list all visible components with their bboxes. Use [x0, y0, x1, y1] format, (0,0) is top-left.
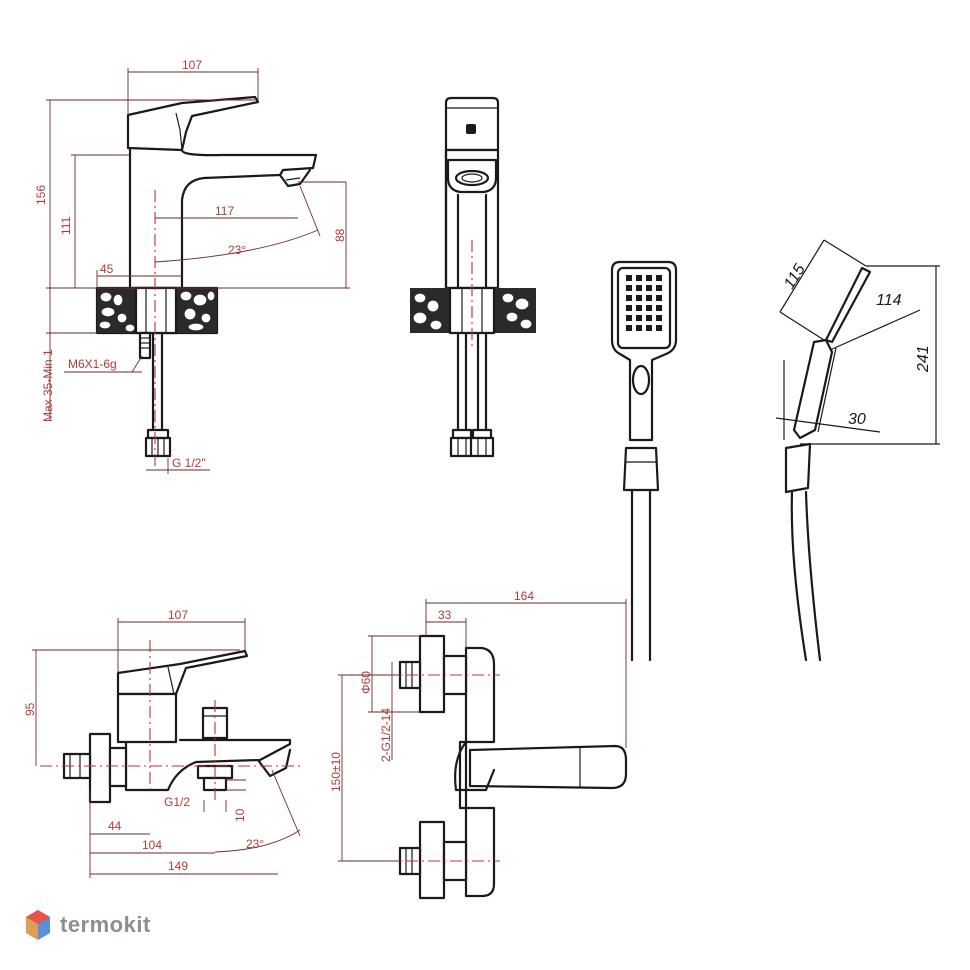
brand-name: termokit	[60, 912, 151, 937]
dim-30: 30	[848, 411, 866, 428]
dim-bath-g12: G1/2	[164, 795, 190, 809]
dim-107: 107	[182, 58, 202, 72]
dim-117: 117	[215, 204, 234, 218]
dim-bath-107: 107	[168, 608, 188, 622]
dim-164: 164	[514, 589, 534, 603]
dim-45: 45	[100, 262, 114, 276]
shower-nozzle-grid	[626, 275, 662, 331]
basin-faucet-front-view	[410, 96, 536, 458]
dim-2g12: 2-G1/2-14	[379, 708, 393, 762]
dim-115: 115	[781, 261, 809, 292]
dim-111: 111	[59, 216, 73, 235]
dim-95: 95	[23, 702, 37, 716]
dim-44: 44	[108, 819, 122, 833]
dim-104: 104	[142, 838, 162, 852]
bath-side-dimensions: 107 95 44 104 149 G1/2 10 23°	[23, 608, 301, 878]
dim-phi60: Φ60	[359, 671, 373, 694]
shower-side-dimensions: 241 115 114 30	[775, 239, 940, 445]
dim-114: 114	[876, 292, 902, 309]
basin-faucet-side-view	[95, 95, 318, 470]
bath-mixer-side-view	[40, 640, 300, 804]
dim-g12: G 1/2"	[172, 456, 206, 470]
dim-241: 241	[915, 345, 932, 373]
dim-angle-23: 23°	[228, 243, 246, 257]
hexagon-logo-icon	[26, 910, 50, 940]
dim-max35: Max 35-Min 1	[41, 349, 55, 422]
hand-shower-front	[610, 260, 678, 662]
dim-10: 10	[233, 808, 247, 822]
bath-front-dimensions: 164 33 Φ60 2-G1/2-14 150±10	[329, 589, 627, 862]
dim-88: 88	[333, 228, 347, 242]
dim-m6: M6X1-6g	[68, 357, 117, 371]
hand-shower-side	[784, 266, 872, 662]
brand-logo: termokit	[24, 908, 151, 942]
dim-150: 150±10	[329, 752, 343, 792]
bath-mixer-front-view	[384, 634, 628, 900]
dim-149: 149	[168, 859, 188, 873]
dim-bath-angle: 23°	[246, 837, 264, 851]
basin-side-dimensions: 107 156 111 117 88 23° 45 Max 35-Min 1 M…	[34, 58, 350, 474]
dim-156: 156	[34, 185, 48, 205]
dim-33: 33	[438, 608, 452, 622]
